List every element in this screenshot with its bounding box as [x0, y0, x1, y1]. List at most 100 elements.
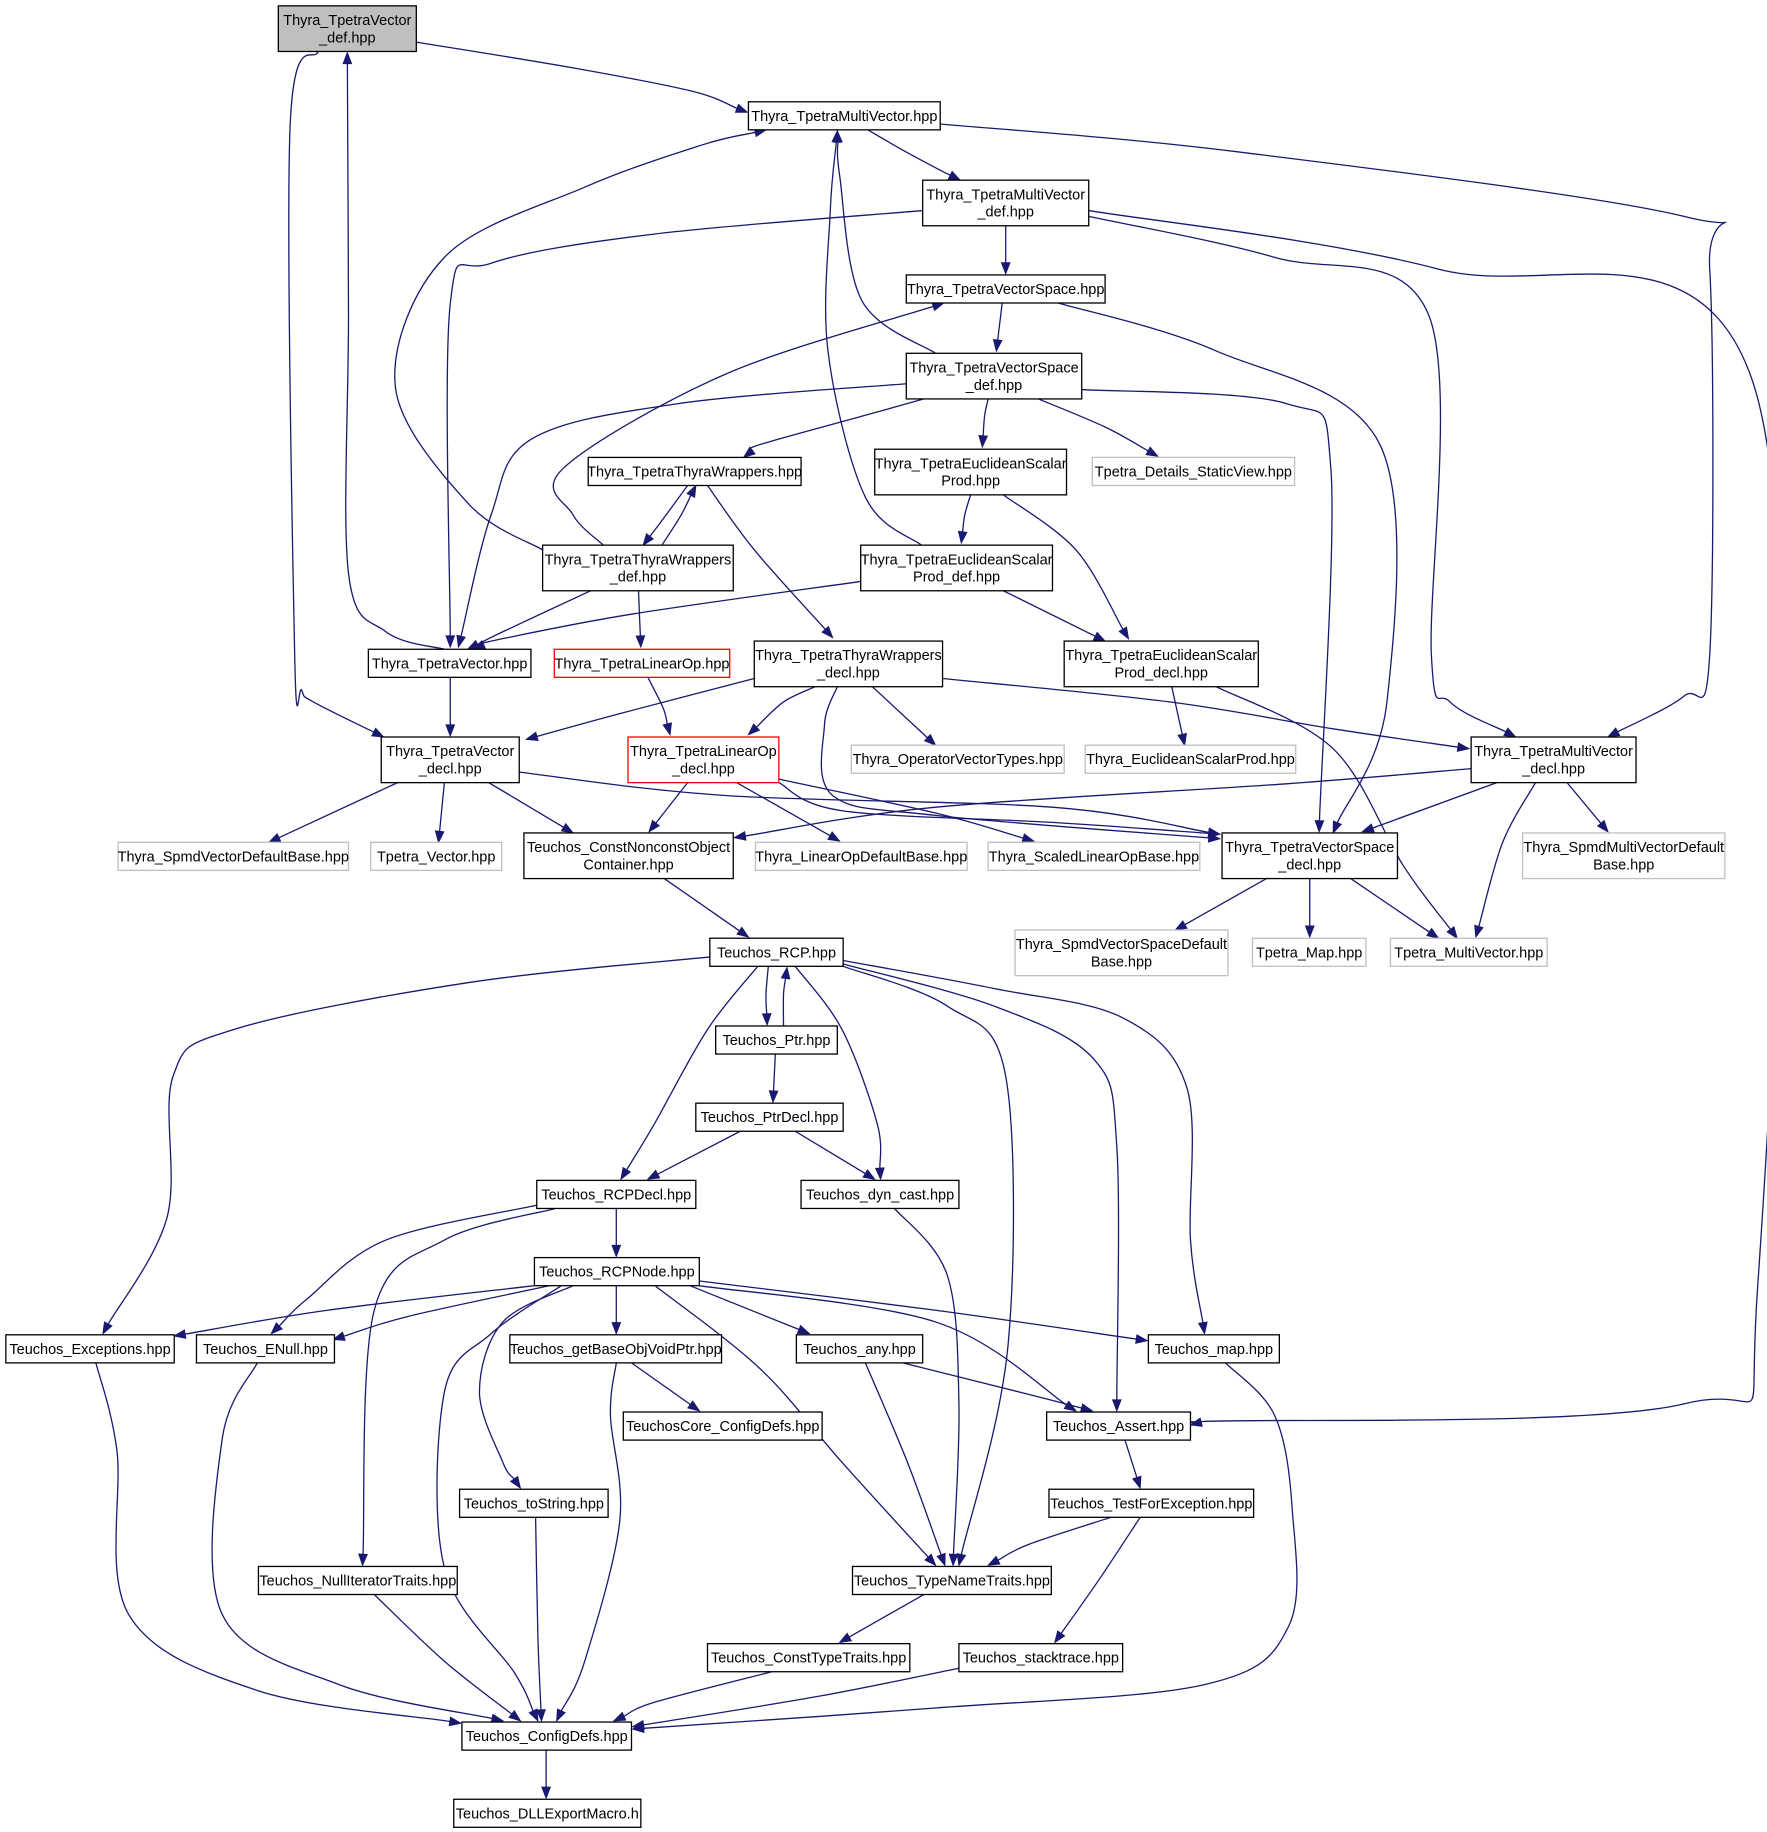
file-node-n45[interactable]: Teuchos_TypeNameTraits.hpp: [851, 1565, 1052, 1596]
file-node-n18[interactable]: Thyra_TpetraMultiVector_decl.hpp: [1470, 736, 1637, 784]
edge-n45-to-n46: [838, 1593, 925, 1644]
node-label-line: Thyra_SpmdMultiVectorDefault: [1523, 840, 1724, 856]
file-node-n43[interactable]: Teuchos_TestForException.hpp: [1048, 1488, 1255, 1518]
file-node-n11[interactable]: Thyra_TpetraLinearOp.hpp: [553, 648, 731, 678]
node-label-line: Thyra_TpetraThyraWrappers.hpp: [587, 464, 802, 480]
file-node-n30[interactable]: Teuchos_Ptr.hpp: [715, 1025, 838, 1055]
file-node-n38[interactable]: Teuchos_any.hpp: [795, 1334, 924, 1364]
file-node-n1[interactable]: Thyra_TpetraMultiVector.hpp: [747, 101, 941, 131]
file-node-n7[interactable]: Tpetra_Details_StaticView.hpp: [1091, 456, 1296, 487]
arrowhead-icon: [1446, 926, 1458, 940]
file-node-n2[interactable]: Thyra_TpetraMultiVector_def.hpp: [922, 179, 1090, 227]
arrowhead-icon: [1503, 727, 1517, 738]
file-node-n16[interactable]: Thyra_OperatorVectorTypes.hpp: [850, 744, 1065, 774]
node-box: [367, 648, 532, 678]
file-node-n39[interactable]: Teuchos_map.hpp: [1147, 1334, 1281, 1364]
file-node-n35[interactable]: Teuchos_Exceptions.hpp: [5, 1334, 175, 1364]
edge-n34-to-n36: [331, 1285, 550, 1341]
file-node-n4[interactable]: Thyra_TpetraVectorSpace_def.hpp: [905, 352, 1083, 400]
file-node-n5[interactable]: Thyra_TpetraThyraWrappers.hpp: [587, 456, 802, 487]
arrowhead-icon: [936, 1552, 946, 1567]
file-node-n32[interactable]: Teuchos_RCPDecl.hpp: [536, 1179, 697, 1210]
file-node-n15[interactable]: Thyra_TpetraLinearOp _decl.hpp: [627, 736, 780, 784]
edge-line: [749, 398, 925, 452]
arrowhead-icon: [642, 533, 655, 547]
file-node-n12[interactable]: Thyra_TpetraThyraWrappers_decl.hpp: [753, 640, 944, 688]
arrowhead-icon: [956, 1552, 967, 1567]
file-node-n8[interactable]: Thyra_TpetraThyraWrappers_def.hpp: [541, 544, 734, 592]
file-node-n29[interactable]: Teuchos_RCP.hpp: [709, 937, 844, 967]
arrowhead-icon: [331, 1331, 346, 1341]
arrowhead-icon: [736, 926, 750, 938]
node-label-line: _decl.hpp: [816, 666, 880, 682]
edge-n34-to-n42: [478, 1285, 574, 1490]
edge-line: [345, 63, 445, 650]
node-label-line: Teuchos_stacktrace.hpp: [963, 1651, 1119, 1667]
node-label-line: Thyra_TpetraMultiVector: [1474, 744, 1633, 760]
node-box: [958, 1643, 1124, 1673]
file-node-n23[interactable]: Thyra_ScaledLinearOpBase.hpp: [987, 841, 1201, 872]
file-node-n33[interactable]: Teuchos_dyn_cast.hpp: [800, 1179, 960, 1210]
node-label-line: Teuchos_ConfigDefs.hpp: [466, 1729, 628, 1745]
edge-n9-to-n13: [1003, 590, 1107, 642]
edge-n24-to-n27: [1304, 878, 1315, 939]
arrowhead-icon: [796, 1324, 811, 1335]
arrowhead-icon: [612, 1711, 627, 1722]
edge-line: [1038, 398, 1149, 452]
edge-n29-to-n35: [102, 956, 710, 1335]
edge-n12-to-n18: [942, 677, 1471, 752]
file-node-n37[interactable]: Teuchos_getBaseObjVoidPtr.hpp: [509, 1334, 723, 1364]
node-label-line: Thyra_TpetraLinearOp: [630, 744, 777, 760]
file-node-n49[interactable]: Teuchos_DLLExportMacro.h: [453, 1798, 642, 1828]
edge-n18-to-n24: [1361, 782, 1498, 833]
file-node-n40[interactable]: TeuchosCore_ConfigDefs.hpp: [622, 1411, 823, 1441]
node-label-line: Thyra_ScaledLinearOpBase.hpp: [989, 849, 1199, 865]
file-node-n19[interactable]: Thyra_SpmdVectorDefaultBase.hpp: [117, 841, 350, 872]
arrowhead-icon: [620, 1166, 632, 1181]
file-node-n46[interactable]: Teuchos_ConstTypeTraits.hpp: [706, 1643, 911, 1673]
file-node-n10[interactable]: Thyra_TpetraVector.hpp: [367, 648, 532, 678]
edge-line: [848, 1593, 925, 1638]
edge-n33-to-n45: [894, 1208, 960, 1567]
file-node-n34[interactable]: Teuchos_RCPNode.hpp: [533, 1256, 700, 1287]
file-node-n42[interactable]: Teuchos_toString.hpp: [458, 1488, 609, 1518]
edge-line: [871, 686, 928, 739]
edge-line: [982, 398, 989, 436]
file-node-n28[interactable]: Tpetra_MultiVector.hpp: [1389, 937, 1548, 967]
arrowhead-icon: [1132, 1475, 1142, 1490]
file-node-n36[interactable]: Teuchos_ENull.hpp: [195, 1334, 336, 1364]
node-box: [1063, 640, 1259, 688]
edge-n1-to-n18: [940, 123, 1727, 738]
edge-line: [436, 1285, 562, 1712]
file-node-n22[interactable]: Thyra_LinearOpDefaultBase.hpp: [754, 841, 968, 872]
file-node-n31[interactable]: Teuchos_PtrDecl.hpp: [695, 1102, 844, 1132]
file-node-n47[interactable]: Teuchos_stacktrace.hpp: [958, 1643, 1124, 1673]
file-node-n48[interactable]: Teuchos_ConfigDefs.hpp: [461, 1721, 633, 1751]
file-node-n14[interactable]: Thyra_TpetraVector_decl.hpp: [380, 736, 520, 784]
file-node-n44[interactable]: Teuchos_NullIteratorTraits.hpp: [257, 1565, 458, 1596]
file-node-n17[interactable]: Thyra_EuclideanScalarProd.hpp: [1084, 744, 1297, 774]
arrowhead-icon: [761, 1013, 772, 1027]
edge-n31-to-n32: [646, 1130, 741, 1180]
file-node-n3[interactable]: Thyra_TpetraVectorSpace.hpp: [905, 274, 1106, 304]
arrowhead-icon: [827, 831, 841, 842]
edge-line: [343, 1285, 550, 1337]
node-label-line: Tpetra_Details_StaticView.hpp: [1095, 464, 1292, 480]
file-node-n41[interactable]: Teuchos_Assert.hpp: [1045, 1411, 1192, 1441]
arrowhead-icon: [1456, 742, 1471, 752]
arrowhead-icon: [662, 722, 672, 737]
file-node-n24[interactable]: Thyra_TpetraVectorSpace_decl.hpp: [1221, 832, 1399, 880]
file-node-n20[interactable]: Tpetra_Vector.hpp: [370, 841, 503, 872]
file-node-n27[interactable]: Tpetra_Map.hpp: [1251, 937, 1367, 967]
edge-n12-to-n14: [524, 677, 755, 742]
edge-line: [1088, 215, 1507, 733]
edge-n8-to-n5: [661, 484, 697, 546]
arrowhead-icon: [686, 484, 697, 498]
node-label-line: _decl.hpp: [671, 762, 735, 778]
